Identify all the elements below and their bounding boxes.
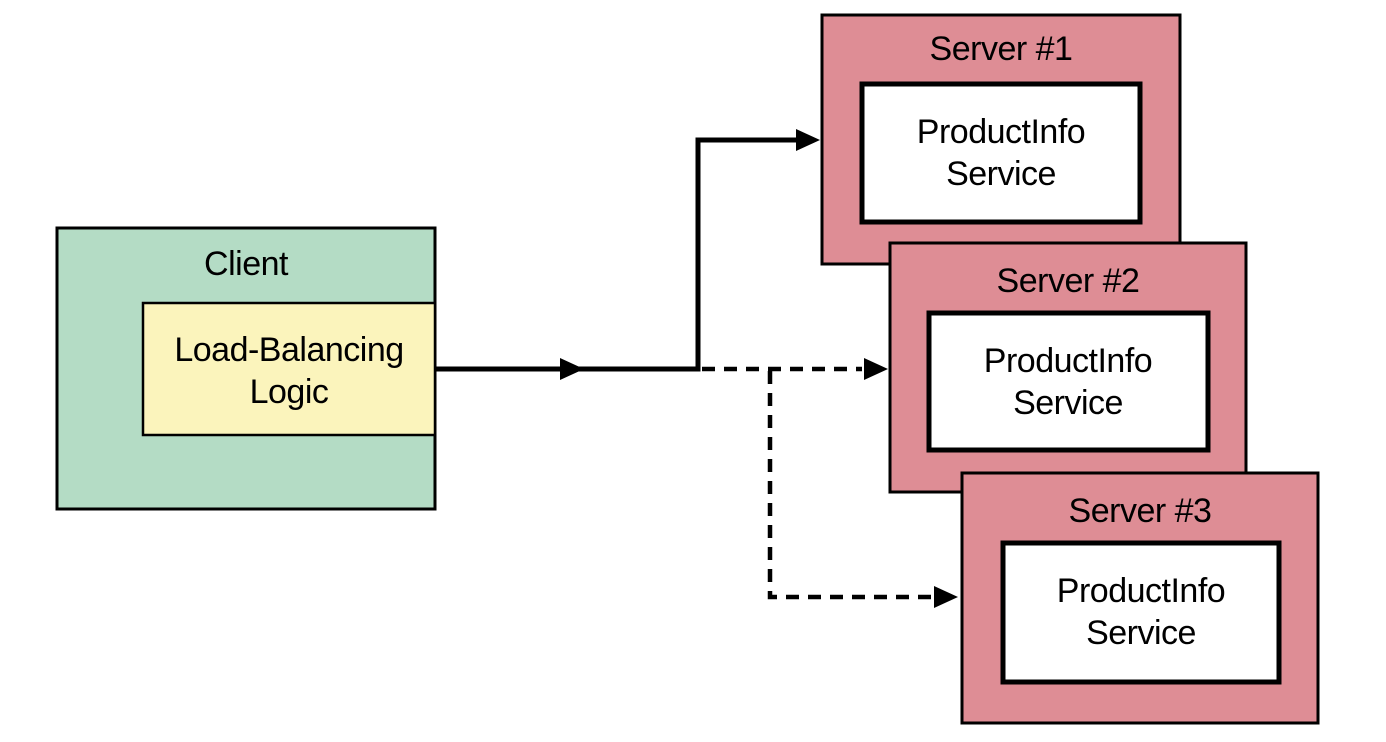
arrowhead-mid xyxy=(560,358,584,380)
arrowhead-server-1 xyxy=(796,129,820,151)
server-3-service-box xyxy=(1000,540,1282,685)
connection-to-server-1 xyxy=(434,129,820,380)
server-1-group: Server #1 ProductInfo Service xyxy=(820,13,1182,266)
server-2-group: Server #2 ProductInfo Service xyxy=(888,241,1248,494)
server-2-service-line1: ProductInfo xyxy=(984,342,1152,380)
server-3-service-line2: Service xyxy=(1086,614,1196,652)
server-1-service-box xyxy=(859,81,1143,225)
arrowhead-server-2 xyxy=(864,358,888,380)
server-2-service-box xyxy=(926,310,1211,453)
load-balancing-logic-line2: Logic xyxy=(250,373,329,411)
connection-to-server-2 xyxy=(702,358,888,380)
server-3-group: Server #3 ProductInfo Service xyxy=(960,471,1320,725)
dashed-connector-server-3 xyxy=(767,371,932,600)
solid-connector-line xyxy=(434,137,798,372)
server-1-label: Server #1 xyxy=(930,30,1073,68)
arrowhead-server-3 xyxy=(934,586,958,608)
connection-to-server-3 xyxy=(767,371,958,608)
server-2-label: Server #2 xyxy=(997,262,1140,300)
load-balancing-logic-box xyxy=(141,301,437,437)
server-1-service-line1: ProductInfo xyxy=(917,113,1085,151)
load-balancing-logic-line1: Load-Balancing xyxy=(174,331,403,369)
client-label: Client xyxy=(204,245,289,283)
server-1-service-line2: Service xyxy=(946,155,1056,193)
server-3-service-line1: ProductInfo xyxy=(1057,572,1225,610)
server-2-service-line2: Service xyxy=(1013,384,1123,422)
client-group: Client Load-Balancing Logic xyxy=(55,226,437,511)
server-3-label: Server #3 xyxy=(1069,492,1212,530)
